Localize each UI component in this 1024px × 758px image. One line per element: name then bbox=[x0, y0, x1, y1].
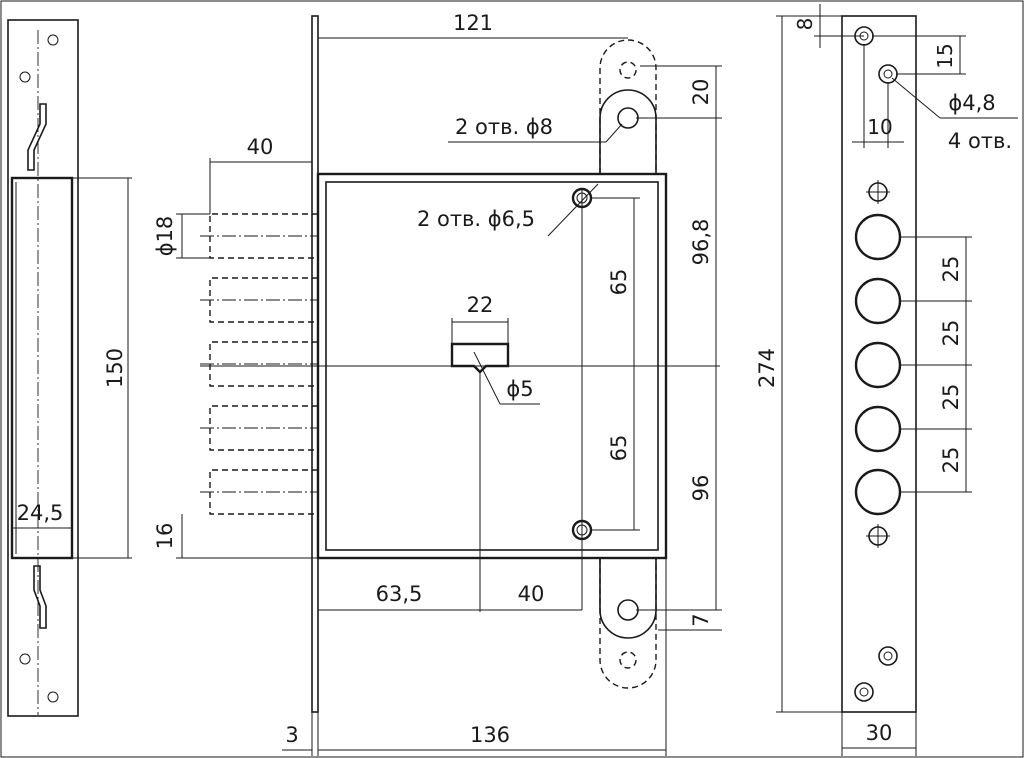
strike-tongue-top bbox=[27, 103, 47, 171]
bolts-dashed bbox=[200, 213, 318, 515]
faceplate-view: 25 25 25 25 274 8 15 10 ϕ4,8 4 отв. 30 bbox=[755, 4, 1018, 756]
pitch-2-label: 25 bbox=[939, 320, 963, 347]
face-screw-third-inner bbox=[883, 651, 893, 661]
face-bolt-hole-2 bbox=[854, 277, 902, 325]
strike-screw-hole-top-right bbox=[47, 34, 59, 46]
strike-screw-hole-bottom-right bbox=[47, 691, 59, 703]
strike-plate-recess bbox=[10, 176, 74, 560]
holes-6-5-label: 2 отв. ϕ6,5 bbox=[417, 207, 535, 231]
pitch-1-label: 25 bbox=[939, 256, 963, 283]
strike-tongue-bottom bbox=[33, 565, 47, 629]
faceplate-outline bbox=[841, 15, 917, 713]
dim-96-label: 96 bbox=[689, 475, 713, 502]
face-screw-third bbox=[878, 646, 898, 666]
face-bolt-hole-4 bbox=[854, 405, 902, 453]
face-bolt-hole-3 bbox=[854, 341, 902, 389]
lower-tab-hole bbox=[617, 599, 639, 621]
face-bolt-hole-5 bbox=[854, 468, 902, 516]
lower-tab bbox=[599, 558, 657, 639]
screw-count-label: 4 отв. bbox=[948, 129, 1012, 153]
dim-65-upper-label: 65 bbox=[607, 269, 631, 296]
dim-20-label: 20 bbox=[689, 79, 713, 106]
dim-15-label: 15 bbox=[933, 43, 957, 68]
lower-tab-dashed bbox=[599, 558, 657, 689]
face-screw-bottom bbox=[854, 682, 874, 702]
holes-6-5-leader bbox=[547, 183, 599, 237]
dim-phi18-label: ϕ18 bbox=[153, 216, 177, 257]
holes-8-label: 2 отв. ϕ8 bbox=[455, 115, 553, 139]
dim-150-label: 150 bbox=[103, 348, 127, 388]
upper-tab bbox=[599, 89, 657, 174]
strike-screw-hole-bottom-left bbox=[19, 653, 31, 665]
face-screw-second-inner bbox=[883, 69, 893, 79]
dim-40-bottom-label: 40 bbox=[518, 582, 545, 606]
holes-8-leader-diag bbox=[605, 123, 623, 143]
face-screw-bottom-inner bbox=[859, 687, 869, 697]
dim-96-8-label: 96,8 bbox=[689, 219, 713, 266]
dim-22-label: 22 bbox=[467, 293, 494, 317]
dim-10-label: 10 bbox=[867, 115, 892, 139]
strike-screw-hole-top-left bbox=[19, 71, 31, 83]
dim-phi5-label: ϕ5 bbox=[506, 377, 533, 401]
dim-274-label: 274 bbox=[755, 348, 779, 388]
spindle-phi5-leader bbox=[473, 351, 501, 405]
strike-plate-outline bbox=[7, 19, 79, 717]
dim-65-lower-label: 65 bbox=[607, 435, 631, 462]
upper-tab-dashed bbox=[599, 39, 657, 174]
pitch-3-label: 25 bbox=[939, 384, 963, 411]
spindle-square bbox=[450, 342, 510, 374]
strike-plate-view: 150 24,5 bbox=[7, 19, 132, 717]
dim-136-label: 136 bbox=[470, 723, 510, 747]
lock-body-view: 40 ϕ18 16 121 22 bbox=[153, 11, 722, 756]
dim-7-label: 7 bbox=[689, 613, 713, 626]
dim-40-top-label: 40 bbox=[247, 135, 274, 159]
dim-24-5-label: 24,5 bbox=[17, 501, 64, 525]
pitch-4-label: 25 bbox=[939, 447, 963, 474]
screw-hole-leader bbox=[891, 77, 941, 119]
dim-8-label: 8 bbox=[793, 18, 817, 31]
dim-63-5-label: 63,5 bbox=[376, 582, 423, 606]
dim-121-label: 121 bbox=[453, 11, 493, 35]
dim-3-label: 3 bbox=[285, 723, 298, 747]
upper-tab-dashed-hole bbox=[619, 61, 637, 79]
lower-tab-dashed-hole bbox=[619, 651, 637, 669]
dim-30-label: 30 bbox=[866, 721, 893, 745]
screw-hole-label: ϕ4,8 bbox=[948, 91, 995, 115]
dim-16-label: 16 bbox=[153, 523, 177, 550]
face-bolt-hole-1 bbox=[854, 213, 902, 261]
